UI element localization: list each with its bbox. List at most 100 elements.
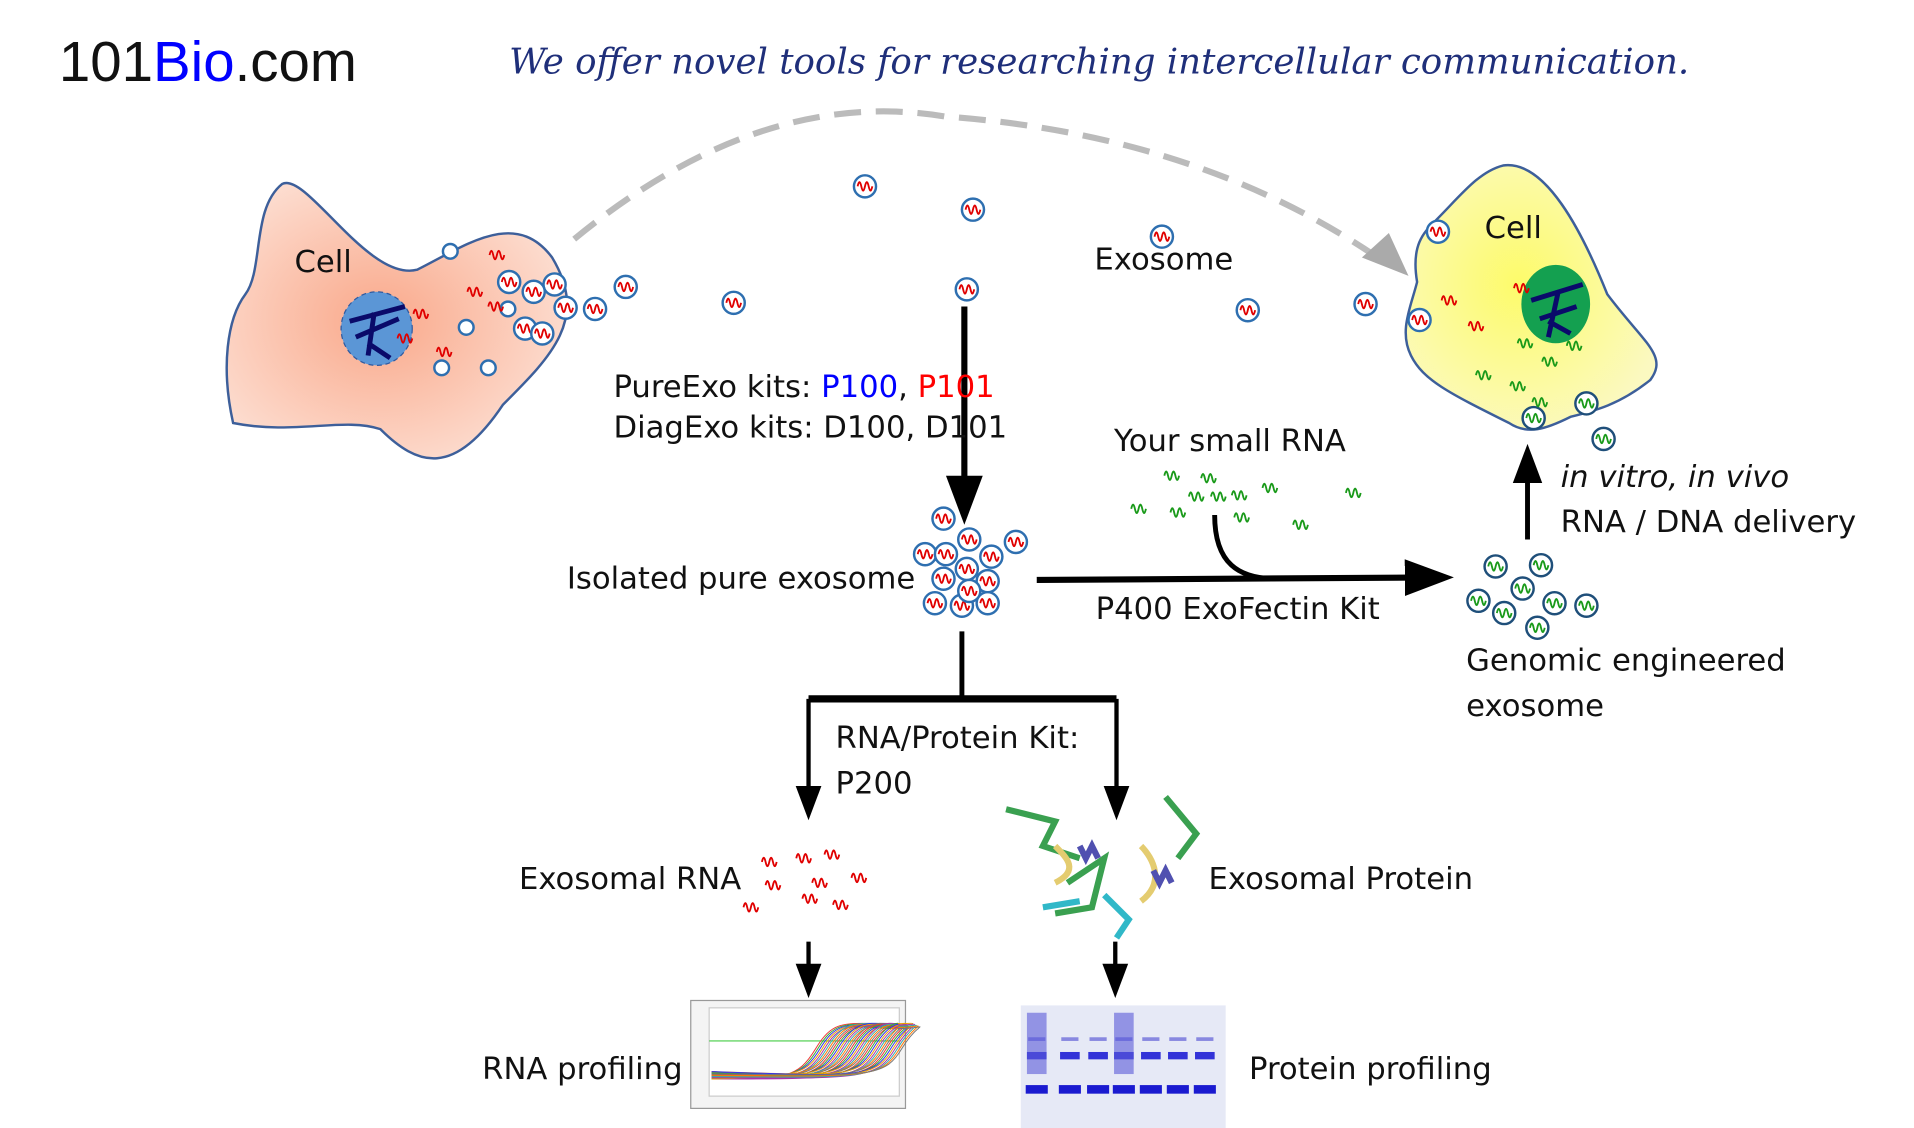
rna-strand-icon — [466, 286, 484, 298]
exosome-rna-icon — [1357, 298, 1374, 310]
exosome-icon — [1542, 590, 1567, 616]
rna-strand-icon — [823, 849, 841, 860]
delivery-line2: RNA / DNA delivery — [1561, 505, 1856, 540]
exosome-rna-icon — [557, 302, 574, 313]
exosome-icon — [530, 321, 555, 346]
chromosomes-icon — [1530, 282, 1584, 338]
gel-band — [1169, 1037, 1187, 1041]
exosome-rna-icon — [1487, 561, 1504, 572]
rna-profiling-label: RNA profiling — [482, 1052, 682, 1087]
exosome-icon — [1483, 554, 1508, 579]
exosome-rna-icon — [935, 573, 952, 584]
protein-profiling-label: Protein profiling — [1249, 1052, 1492, 1087]
rna-strand-icon — [487, 301, 504, 312]
engineered-line2: exosome — [1466, 689, 1604, 724]
exosomal-protein-label: Exosomal Protein — [1209, 862, 1474, 897]
amplification-curve — [711, 1024, 917, 1078]
exosome-icon — [457, 318, 475, 336]
amplification-curve — [711, 1024, 909, 1077]
amplification-curve — [711, 1025, 919, 1077]
exosome-rna-icon — [1153, 231, 1171, 242]
source-cell-label: Cell — [294, 245, 351, 280]
exosome-rna-icon — [961, 534, 978, 545]
rna-strand-icon — [412, 308, 430, 320]
rna-strand-icon — [1565, 340, 1583, 351]
pureexo-kits: PureExo kits: P100, P101 — [613, 370, 994, 405]
exosome-icon — [553, 295, 578, 321]
arc-arrowhead — [1361, 232, 1409, 276]
rna-strand-icon — [396, 333, 414, 344]
exosome-icon — [582, 296, 608, 322]
gel-band — [1193, 1085, 1216, 1094]
exosome-icon — [542, 272, 567, 297]
rna-protein-kit-line1: RNA/Protein Kit: — [836, 721, 1080, 756]
exosome-icon — [613, 274, 638, 300]
gel-band — [1088, 1051, 1108, 1060]
gel-band — [1061, 1037, 1079, 1041]
rna-strand-icon — [1467, 320, 1485, 332]
gel-band — [1142, 1037, 1160, 1041]
exosome-icon — [1510, 576, 1535, 601]
rna-strand-icon — [764, 880, 782, 891]
exosome-rna-icon — [1239, 304, 1257, 316]
gel-band — [1166, 1085, 1189, 1094]
exosome-icon — [496, 269, 522, 295]
exosome-icon — [1235, 297, 1261, 323]
exosome-icon — [1574, 593, 1599, 618]
exosome-rna-icon — [958, 563, 976, 575]
exosome-rna-icon — [1514, 583, 1531, 594]
exosome-rna-icon — [1532, 560, 1550, 571]
exosome-rna-icon — [1470, 595, 1487, 606]
exofectin-label: P400 ExoFectin Kit — [1096, 592, 1380, 627]
exosome-rna-icon — [979, 575, 996, 587]
logo[interactable]: 101Bio.com — [59, 30, 357, 93]
rna-strand-icon — [1187, 491, 1205, 502]
split-connector — [808, 631, 1117, 702]
exosome-rna-icon — [1546, 598, 1563, 609]
exosome-icon — [1003, 529, 1029, 555]
exosome-icon — [922, 590, 948, 616]
gel-band — [1112, 1085, 1135, 1094]
exosome-rna-icon — [937, 548, 955, 560]
protein-structure-image — [1005, 794, 1201, 940]
exosome-rna-icon — [916, 548, 934, 560]
exosome-icon — [954, 277, 980, 302]
exosome-icon — [933, 541, 959, 567]
exosome-rna-icon — [926, 598, 944, 609]
transfer-arc-arrow — [572, 108, 1389, 267]
exosome-icon — [957, 578, 982, 604]
rna-strand-icon — [1509, 381, 1526, 392]
gel-band — [1060, 1051, 1080, 1060]
exosome-rna-icon — [1578, 600, 1595, 611]
exosome-icon — [1353, 291, 1378, 317]
exosome-icon — [721, 290, 746, 316]
rna-strand-icon — [1163, 470, 1180, 481]
merge-curve — [1212, 514, 1277, 582]
rna-protein-kit-line2: P200 — [836, 766, 913, 801]
rna-strand-icon — [795, 853, 812, 864]
rna-strand-icon — [742, 902, 760, 913]
rna-strand-icon — [1261, 482, 1279, 494]
gel-band — [1141, 1051, 1161, 1060]
exosome-icon — [931, 566, 956, 591]
exosome-rna-icon — [534, 328, 551, 339]
rna-strand-icon — [1516, 338, 1534, 349]
rna-strand-icon — [1541, 356, 1558, 367]
exosome-rna-icon — [856, 181, 874, 192]
rna-strand-icon — [435, 346, 453, 358]
gel-band — [1139, 1085, 1162, 1094]
exosome-icon — [1574, 391, 1599, 416]
gel-band — [1195, 1051, 1215, 1060]
rna-strand-icon — [1345, 487, 1362, 499]
gel-band — [1168, 1051, 1188, 1060]
rna-strand-icon — [1130, 503, 1147, 515]
engineered-line1: Genomic engineered — [1466, 644, 1786, 679]
exosome-rna-icon — [983, 551, 1000, 562]
diagexo-kits: DiagExo kits: D100, D101 — [613, 411, 1007, 446]
tagline: We offer novel tools for researching int… — [509, 42, 1689, 83]
exosome-rna-icon — [958, 284, 976, 295]
rna-strand-icon — [832, 899, 849, 911]
exosome-rna-icon — [1529, 622, 1546, 633]
exosome-rna-icon — [1595, 433, 1612, 445]
